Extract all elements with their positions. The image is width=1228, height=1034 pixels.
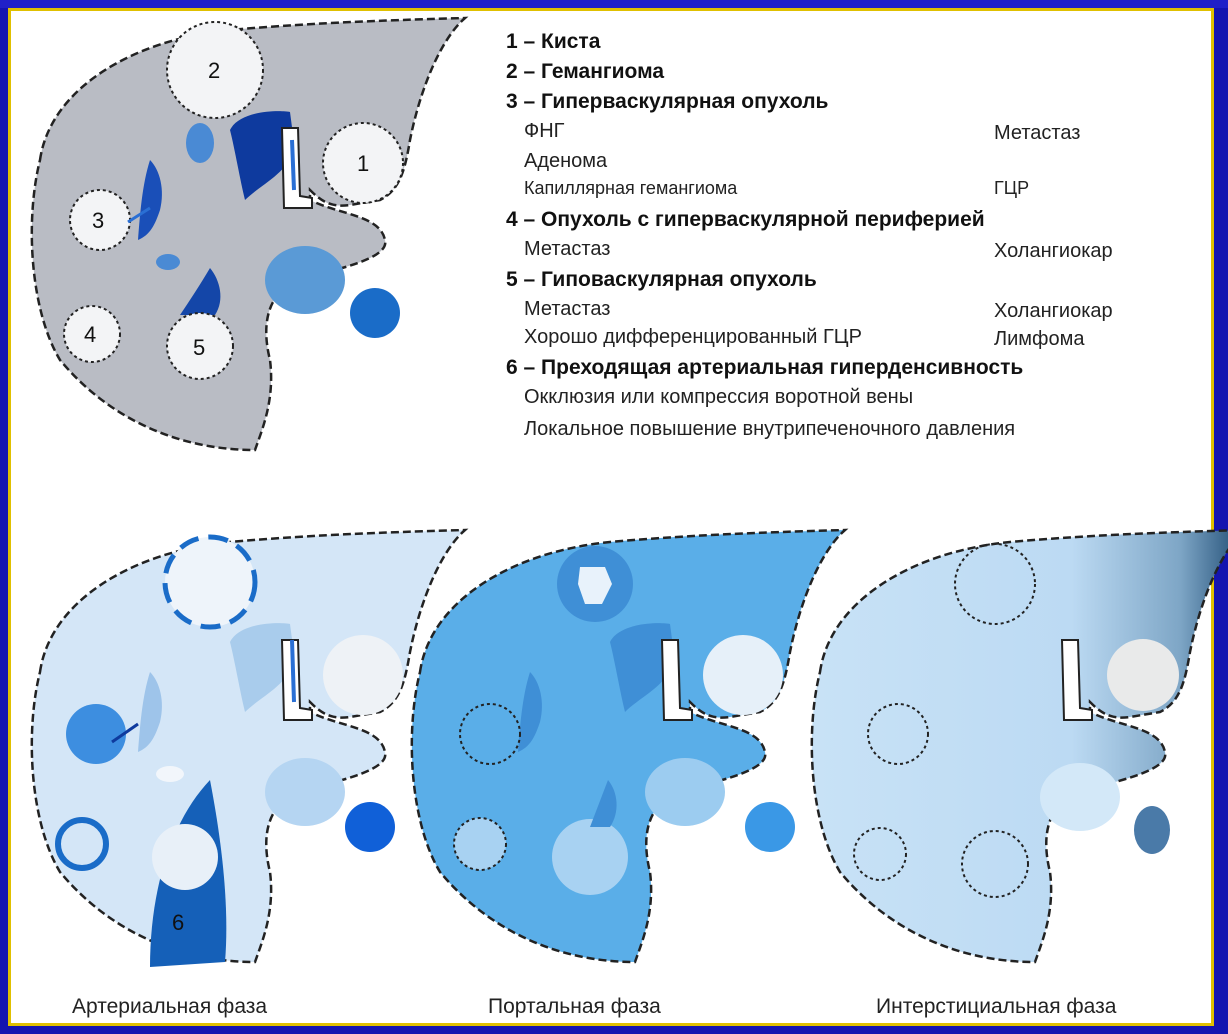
label-5: 5 — [193, 335, 205, 360]
label-1: 1 — [357, 151, 369, 176]
hypovascular-arterial — [152, 824, 218, 890]
lesion-2 — [166, 21, 264, 119]
legend-item-2: 2 – Гемангиома — [506, 60, 665, 83]
legend-5-a: Метастаз — [524, 298, 611, 320]
detached-lesion — [350, 288, 400, 338]
arterial-phase-liver: 6 — [30, 528, 467, 967]
legend-item-3: 3 – Гиперваскулярная опухоль — [506, 90, 829, 113]
cyst-arterial — [323, 635, 403, 715]
label-4: 4 — [84, 322, 96, 347]
caption-arterial: Артериальная фаза — [72, 995, 268, 1018]
cyst-interstitial — [1107, 639, 1179, 711]
legend-5-c: Хорошо дифференцированный ГЦР — [524, 326, 862, 348]
tiny-lesion — [156, 254, 180, 270]
label-6: 6 — [172, 910, 184, 935]
legend-item-6: 6 – Преходящая артериальная гиперденсивн… — [506, 356, 1024, 379]
reference-liver: 2 1 3 4 5 — [30, 16, 467, 452]
small-lesion — [186, 123, 214, 163]
legend-6-b: Локальное повышение внутрипеченочного да… — [524, 418, 1016, 440]
legend-item-4: 4 – Опухоль с гиперваскулярной периферие… — [506, 208, 985, 231]
legend-4-b: Холангиокар — [994, 240, 1113, 262]
hemangioma-interstitial — [954, 543, 1036, 625]
legend-5-d: Лимфома — [994, 328, 1085, 350]
legend-3-c: Аденома — [524, 150, 608, 172]
lesion-6-region — [265, 246, 345, 314]
caption-portal: Портальная фаза — [488, 995, 661, 1018]
label-3: 3 — [92, 208, 104, 233]
caption-interstitial: Интерстициальная фаза — [876, 995, 1117, 1018]
label-2: 2 — [208, 58, 220, 83]
legend-3-d: Капиллярная гемангиома — [524, 178, 738, 198]
legend-item-5: 5 – Гиповаскулярная опухоль — [506, 268, 817, 291]
vessel-left — [138, 160, 162, 240]
lesion-5 — [166, 312, 234, 380]
legend-3-a: ФНГ — [524, 120, 565, 142]
lesion-1 — [322, 122, 404, 204]
legend-6-a: Окклюзия или компрессия воротной вены — [524, 386, 914, 408]
rim-enhancing-arterial — [55, 817, 109, 871]
interstitial-phase-liver — [810, 528, 1228, 964]
portal-phase-liver — [410, 528, 847, 964]
legend-item-1: 1 – Киста — [506, 30, 601, 53]
legend-5-b: Холангиокар — [994, 300, 1113, 322]
lesion-4 — [63, 305, 121, 363]
legend-4-a: Метастаз — [524, 238, 611, 260]
hemangioma-arterial — [162, 534, 258, 630]
vessel-lower — [180, 268, 221, 315]
legend-3-b: Метастаз — [994, 122, 1081, 144]
top-strip — [0, 0, 1228, 8]
vessel-portal — [230, 111, 295, 200]
hypervascular-arterial — [66, 704, 126, 764]
legend-3-e: ГЦР — [994, 178, 1030, 198]
